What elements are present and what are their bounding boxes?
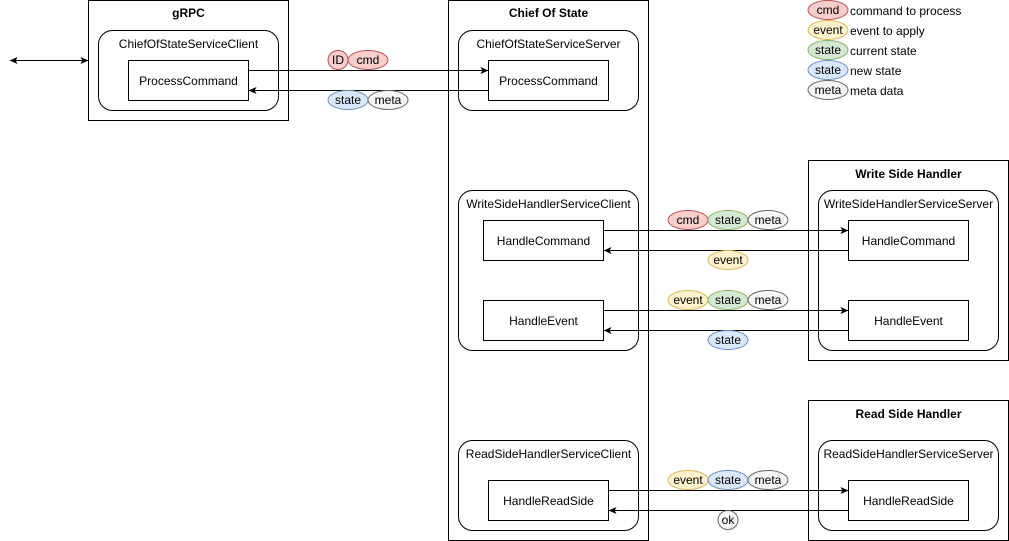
handle-event-server-box: HandleEvent: [848, 300, 969, 341]
pill-meta-label: meta: [755, 213, 782, 227]
legend-pill-cmd: cmd: [807, 0, 849, 20]
legend-pill-state-label: state: [815, 63, 841, 77]
pill-id-label: ID: [332, 53, 344, 67]
pill-state-shape: [707, 330, 749, 350]
process-command-client-label: ProcessCommand: [139, 74, 238, 88]
pill-meta: meta: [747, 470, 789, 490]
legend-pill-state: state: [807, 40, 849, 60]
handle-command-client-box: HandleCommand: [483, 220, 604, 261]
handle-read-side-client-label: HandleReadSide: [503, 494, 594, 508]
pill-state: state: [707, 470, 749, 490]
pill-ok-shape: [717, 510, 739, 530]
pill-event: event: [667, 290, 709, 310]
handle-command-server-label: HandleCommand: [862, 234, 955, 248]
pill-state-label: state: [715, 293, 741, 307]
legend-pill-state-label: state: [815, 43, 841, 57]
legend-description: new state: [850, 64, 902, 78]
pill-state: state: [707, 330, 749, 350]
handle-read-side-client-box: HandleReadSide: [488, 480, 609, 521]
process-command-server-label: ProcessCommand: [499, 74, 598, 88]
handle-command-request-pills: cmd state meta: [667, 210, 789, 230]
handle-event-client-box: HandleEvent: [483, 300, 604, 341]
pill-ok: ok: [717, 510, 739, 530]
ws-server-label: WriteSideHandlerServiceServer: [824, 197, 993, 211]
pill-state-label: state: [335, 93, 361, 107]
pill-meta-shape: [747, 290, 789, 310]
pill-meta-shape: [747, 210, 789, 230]
handle-command-client-label: HandleCommand: [497, 234, 590, 248]
handle-event-server-label: HandleEvent: [874, 314, 943, 328]
pill-meta-label: meta: [375, 93, 402, 107]
legend-pill-state-shape: [807, 40, 849, 60]
legend-pill-cmd-label: cmd: [817, 3, 840, 17]
pill-state-label: state: [715, 213, 741, 227]
rs-server-label: ReadSideHandlerServiceServer: [823, 447, 993, 461]
pill-state-label: state: [715, 333, 741, 347]
legend-description: current state: [850, 44, 917, 58]
pill-meta-shape: [747, 470, 789, 490]
legend-pill-meta-label: meta: [815, 83, 842, 97]
handle-event-response-pills: state: [707, 330, 749, 350]
pill-meta: meta: [367, 90, 409, 110]
pill-cmd-label: cmd: [357, 53, 380, 67]
legend-pill-meta-shape: [807, 80, 849, 100]
cos-title: Chief Of State: [509, 6, 589, 20]
legend-pill-cmd-shape: [807, 0, 849, 20]
process-request-pills: ID cmd: [327, 50, 389, 70]
write-side-title: Write Side Handler: [855, 167, 962, 181]
rs-client-label: ReadSideHandlerServiceClient: [466, 447, 632, 461]
pill-event-shape: [707, 250, 749, 270]
pill-cmd-shape: [347, 50, 389, 70]
read-side-title: Read Side Handler: [855, 407, 961, 421]
pill-cmd-label: cmd: [677, 213, 700, 227]
handle-read-side-server-label: HandleReadSide: [863, 494, 954, 508]
ws-client-label: WriteSideHandlerServiceClient: [466, 197, 631, 211]
pill-state: state: [327, 90, 369, 110]
cos-server-label: ChiefOfStateServiceServer: [476, 37, 620, 51]
handle-command-server-box: HandleCommand: [848, 220, 969, 261]
pill-meta: meta: [747, 290, 789, 310]
legend-pill-meta: meta: [807, 80, 849, 100]
grpc-title: gRPC: [172, 6, 205, 20]
pill-event: event: [667, 470, 709, 490]
legend-pill-event-label: event: [813, 23, 843, 37]
pill-meta-label: meta: [755, 293, 782, 307]
pill-cmd: cmd: [347, 50, 389, 70]
pill-event: event: [707, 250, 749, 270]
process-command-client-box: ProcessCommand: [128, 60, 249, 101]
legend-pill-event: event: [807, 20, 849, 40]
pill-event-label: event: [713, 253, 743, 267]
cos-client-label: ChiefOfStateServiceClient: [119, 37, 259, 51]
handle-event-client-label: HandleEvent: [509, 314, 578, 328]
pill-state: state: [707, 210, 749, 230]
handle-read-side-server-box: HandleReadSide: [848, 480, 969, 521]
legend-pill-event-shape: [807, 20, 849, 40]
read-side-request-pills: event state meta: [667, 470, 789, 490]
pill-event-label: event: [673, 293, 703, 307]
pill-meta: meta: [747, 210, 789, 230]
legend-description: command to process: [850, 4, 961, 18]
process-response-pills: state meta: [327, 90, 409, 110]
legend: cmd command to process event event to apply…: [807, 0, 961, 100]
process-command-server-box: ProcessCommand: [488, 60, 609, 101]
pill-id: ID: [327, 50, 349, 70]
pill-ok-label: ok: [722, 513, 736, 527]
pill-event-label: event: [673, 473, 703, 487]
handle-command-response-pills: event: [707, 250, 749, 270]
read-side-response-pills: ok: [717, 510, 739, 530]
legend-description: meta data: [850, 84, 904, 98]
pill-meta-label: meta: [755, 473, 782, 487]
pill-state: state: [707, 290, 749, 310]
pill-cmd: cmd: [667, 210, 709, 230]
pill-state-label: state: [715, 473, 741, 487]
handle-event-request-pills: event state meta: [667, 290, 789, 310]
legend-pill-state-shape: [807, 60, 849, 80]
legend-description: event to apply: [850, 24, 925, 38]
legend-pill-state: state: [807, 60, 849, 80]
pill-meta-shape: [367, 90, 409, 110]
